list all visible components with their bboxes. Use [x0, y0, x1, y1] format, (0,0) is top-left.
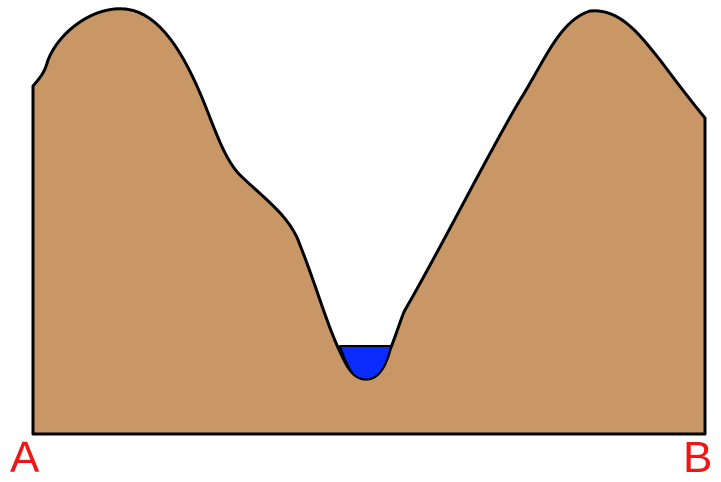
- point-a-label: A: [10, 433, 40, 482]
- river-water: [339, 345, 392, 381]
- point-b-label: B: [683, 433, 713, 482]
